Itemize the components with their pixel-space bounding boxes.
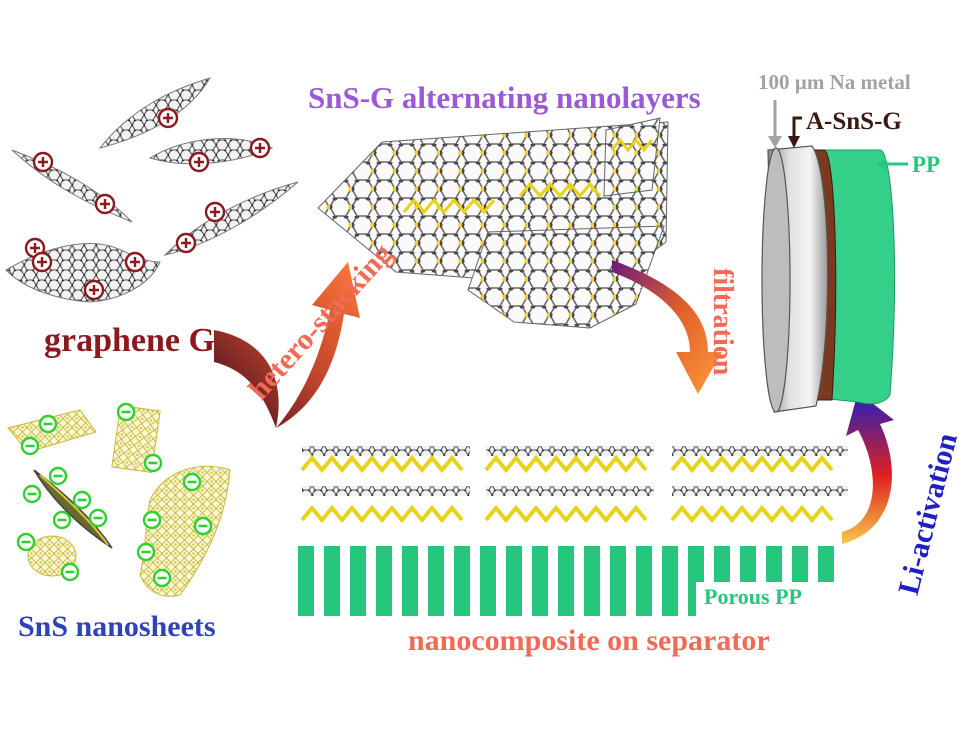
na-metal-pointer-head [768, 136, 782, 148]
plus-circle-icon [204, 201, 226, 223]
graphene-layer [486, 486, 654, 496]
separator-bar [350, 546, 366, 616]
minus-circle-icon [136, 542, 156, 562]
sns-zigzag [610, 137, 654, 153]
minus-circle-icon [48, 466, 68, 486]
nanocomposite-stack [300, 446, 848, 524]
minus-circle-icon [88, 508, 108, 528]
separator-bar [376, 546, 392, 616]
filtration-arrow [612, 260, 722, 394]
battery-stack [761, 100, 908, 413]
porous-pp-label-background [696, 582, 838, 616]
graphene-sheet [11, 149, 133, 223]
plus-circle-icon [249, 137, 271, 159]
plus-circle-icon [157, 107, 179, 129]
sns-layer [670, 504, 834, 524]
separator-bar [662, 546, 678, 616]
graphene-layer [672, 486, 848, 496]
graphene-front-sheet [467, 225, 665, 329]
separator-bar [506, 546, 522, 616]
sns-layer [670, 454, 834, 474]
sns-nanosheets-label: SnS nanosheets [18, 610, 216, 643]
graphene-sheet [98, 77, 212, 149]
separator-bar [584, 546, 600, 616]
sns-top-strip [603, 117, 661, 197]
layer-block [484, 446, 654, 524]
graphene-layer [302, 446, 470, 456]
plus-circle-icon [31, 251, 53, 273]
a-sns-g-pointer [792, 116, 802, 140]
sns-layer [300, 504, 464, 524]
sns-layer [300, 454, 464, 474]
minus-circle-icon [152, 568, 172, 588]
minus-circle-icon [52, 510, 72, 530]
plus-circle-icon [175, 232, 197, 254]
separator-bar [454, 546, 470, 616]
plus-circle-icon [188, 151, 210, 173]
hetero-stacking-arrow [214, 262, 360, 428]
minus-circle-icon [72, 490, 92, 510]
sns-zigzag [402, 197, 496, 215]
graphene-sheet [148, 138, 274, 165]
minus-circle-icon [38, 414, 58, 434]
sns-g-alternating-structure [317, 117, 669, 329]
graphene-sheet [163, 181, 299, 256]
sns-zigzag [518, 181, 602, 199]
graphene-sheets [5, 77, 299, 303]
sns-layer [484, 504, 648, 524]
porous-pp-label: Porous PP [704, 584, 802, 609]
a-sns-g-label: A-SnS-G [806, 108, 902, 135]
separator-bar [610, 546, 626, 616]
na-metal-disc-face [761, 147, 791, 413]
sns-nanosheets [7, 402, 231, 597]
plus-circle-icon [32, 151, 54, 173]
minus-circle-icon [116, 402, 136, 422]
separator-bar [428, 546, 444, 616]
a-sns-g-pointer-head [788, 136, 800, 148]
minus-circle-icon [22, 484, 42, 504]
sns-sheet [33, 469, 113, 549]
graphene-layer [302, 486, 470, 496]
plus-circle-icon [94, 193, 116, 215]
sns-sheet [39, 474, 109, 546]
minus-circle-icon [193, 516, 213, 536]
pp-separator-disc [819, 149, 896, 405]
porous-pp-separator [298, 546, 838, 616]
sns-layer [484, 454, 648, 474]
graphene-layer [486, 446, 654, 456]
separator-bar [532, 546, 548, 616]
plus-circle-icon [83, 279, 105, 301]
minus-circle-icon [182, 472, 202, 492]
graphene-layer [672, 446, 848, 456]
layer-block [300, 446, 470, 524]
graphene-label: graphene G [44, 322, 215, 359]
nanocomposite-label: nanocomposite on separator [408, 624, 770, 657]
separator-bar [636, 546, 652, 616]
pp-pointer-head [876, 158, 886, 170]
layer-block [670, 446, 848, 524]
separator-bar [402, 546, 418, 616]
separator-bar [298, 546, 314, 616]
minus-circle-icon [60, 562, 80, 582]
filtration-label: filtration [707, 268, 738, 376]
minus-circle-icon [143, 453, 163, 473]
plus-circle-icon [124, 251, 146, 273]
na-metal-label: 100 µm Na metal [758, 70, 911, 94]
li-activation-arrow [842, 392, 894, 544]
separator-bar [558, 546, 574, 616]
alternating-nanolayers-label: SnS-G alternating nanolayers [308, 80, 701, 115]
pp-label: PP [912, 152, 941, 177]
separator-bar [324, 546, 340, 616]
minus-circle-icon [20, 436, 40, 456]
separator-bar [480, 546, 496, 616]
minus-circle-icon [16, 532, 36, 552]
minus-circle-icon [142, 510, 162, 530]
